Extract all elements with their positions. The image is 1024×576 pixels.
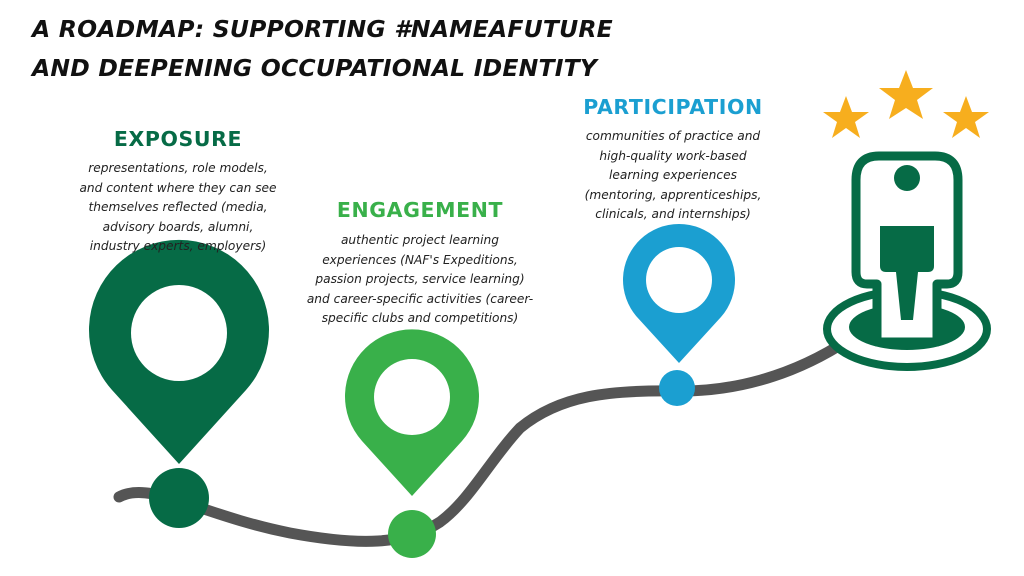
exposure-desc-line: and content where they can see: [79, 180, 277, 195]
exposure-title: EXPOSURE: [113, 127, 243, 151]
engagement-description: authentic project learning experiences (…: [290, 231, 550, 329]
star-icon-right: [943, 96, 989, 138]
engagement-desc-line: authentic project learning: [340, 233, 500, 247]
engagement-desc-line: experiences (NAF's Expeditions,: [322, 252, 518, 267]
page-title: A ROADMAP: SUPPORTING #NAMEAFUTURE AND D…: [32, 10, 613, 88]
participation-desc-line: clinicals, and internships): [595, 207, 751, 222]
exposure-desc-line: themselves reflected (media,: [88, 200, 268, 215]
participation-desc-line: learning experiences: [609, 168, 737, 183]
participation-description: communities of practice and high-quality…: [563, 127, 783, 225]
participation-desc-line: high-quality work-based: [599, 148, 747, 163]
exposure-desc-line: industry experts, employers): [89, 239, 267, 254]
participation-title: PARTICIPATION: [583, 95, 763, 119]
exposure-desc-line: advisory boards, alumni,: [102, 219, 254, 234]
engagement-road-marker: [388, 510, 436, 558]
engagement-desc-line: specific clubs and competitions): [321, 311, 519, 326]
engagement-desc-line: passion projects, service learning): [315, 272, 525, 287]
engagement-desc-line: and career-specific activities (career-: [306, 291, 534, 306]
engagement-title: ENGAGEMENT: [336, 198, 504, 222]
participation-pin-icon: [623, 223, 735, 363]
participation-road-marker: [659, 370, 695, 406]
participation-desc-line: (mentoring, apprenticeships,: [584, 187, 762, 202]
person-on-pedestal-icon: [823, 151, 991, 371]
exposure-desc-line: representations, role models,: [88, 161, 268, 175]
title-line-1: A ROADMAP: SUPPORTING #NAMEAFUTURE: [32, 15, 613, 43]
exposure-road-marker: [149, 468, 209, 528]
engagement-pin-icon: [345, 329, 480, 496]
exposure-description: representations, role models, and conten…: [70, 159, 286, 257]
title-line-2: AND DEEPENING OCCUPATIONAL IDENTITY: [32, 54, 598, 82]
star-icon-left: [823, 96, 869, 138]
road-path: [113, 334, 854, 547]
star-icon-center: [879, 70, 933, 119]
participation-desc-line: communities of practice and: [585, 129, 761, 143]
exposure-pin-icon: [89, 239, 270, 464]
